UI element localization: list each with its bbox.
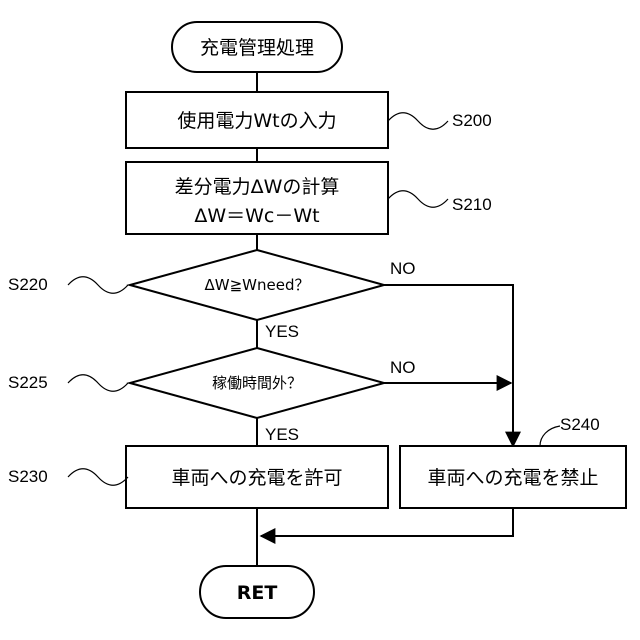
decision-s225-label: 稼働時間外？ [212,374,302,392]
ref-s210: S210 [452,195,492,214]
ref-leader-s220 [68,277,128,294]
edge-s220-no-label: NO [390,259,416,278]
ref-leader-s240 [540,426,560,446]
step-s240-label: 車両への充電を禁止 [427,467,598,489]
ref-leader-s200 [388,113,448,130]
ref-leader-s230 [68,469,128,486]
ref-leader-s225 [68,375,128,392]
ref-leader-s210 [388,191,448,208]
end-label: RET [237,582,278,604]
edge-s220-yes-label: YES [265,322,299,341]
edge-s240-to-merge [261,508,513,536]
ref-s230: S230 [8,467,48,486]
ref-s220: S220 [8,275,48,294]
edge-s225-no-label: NO [390,358,416,377]
step-s210-line1: 差分電力ΔWの計算 [175,176,340,198]
ref-s240: S240 [560,415,600,434]
step-s210-line2: ΔW＝Wc－Wt [194,205,319,227]
step-s200-label: 使用電力Wtの入力 [177,110,336,132]
decision-s220-label: ΔW≧Wneed？ [205,276,310,294]
start-label: 充電管理処理 [200,37,314,59]
step-s230-label: 車両への充電を許可 [171,467,342,489]
ref-s200: S200 [452,111,492,130]
ref-s225: S225 [8,373,48,392]
edge-s225-yes-label: YES [265,425,299,444]
